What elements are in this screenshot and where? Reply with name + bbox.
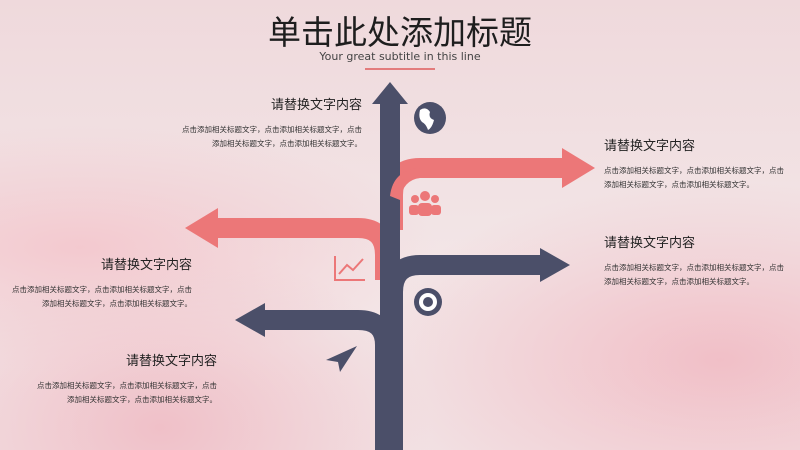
page-subtitle: Your great subtitle in this line — [319, 50, 481, 63]
up-arrow-head — [372, 82, 408, 104]
block-heading: 请替换文字内容 — [125, 354, 217, 369]
chart-icon — [334, 256, 365, 281]
block-body: 点击添加相关标题文字，点击添加相关标题文字，点击添加相关标题文字，点击添加相关标… — [37, 381, 217, 404]
dark-right-arrow-head — [540, 248, 570, 282]
pink-arrow-left-shaft — [215, 218, 395, 280]
text-block-top-left: 请替换文字内容 点击添加相关标题文字，点击添加相关标题文字，点击添加相关标题文字… — [182, 94, 362, 151]
people-icon — [409, 191, 441, 216]
text-block-top-right: 请替换文字内容 点击添加相关标题文字，点击添加相关标题文字，点击添加相关标题文字… — [604, 135, 784, 192]
block-body: 点击添加相关标题文字，点击添加相关标题文字，点击添加相关标题文字，点击添加相关标… — [604, 263, 784, 286]
block-body: 点击添加相关标题文字，点击添加相关标题文字，点击添加相关标题文字，点击添加相关标… — [12, 285, 192, 308]
pink-left-arrow-head — [185, 208, 218, 248]
dark-left-arrow-head — [235, 303, 265, 337]
block-heading: 请替换文字内容 — [100, 258, 192, 273]
title-underline — [365, 68, 435, 70]
text-block-bottom-left: 请替换文字内容 点击添加相关标题文字，点击添加相关标题文字，点击添加相关标题文字… — [37, 350, 217, 407]
block-heading: 请替换文字内容 — [270, 98, 362, 113]
block-body: 点击添加相关标题文字，点击添加相关标题文字，点击添加相关标题文字，点击添加相关标… — [182, 125, 362, 148]
block-body: 点击添加相关标题文字，点击添加相关标题文字，点击添加相关标题文字，点击添加相关标… — [604, 166, 784, 189]
paper-plane-icon — [326, 346, 357, 372]
block-heading: 请替换文字内容 — [604, 139, 696, 154]
text-block-mid-left: 请替换文字内容 点击添加相关标题文字，点击添加相关标题文字，点击添加相关标题文字… — [12, 254, 192, 311]
block-heading: 请替换文字内容 — [604, 236, 696, 251]
dark-arrow-left-shaft — [262, 310, 395, 450]
pink-right-arrow-head — [562, 148, 595, 188]
page-title: 单击此处添加标题 — [268, 13, 532, 52]
lifebuoy-icon — [414, 288, 442, 316]
dark-arrow-right-shaft — [383, 255, 540, 450]
globe-icon — [414, 102, 446, 134]
text-block-mid-right: 请替换文字内容 点击添加相关标题文字，点击添加相关标题文字，点击添加相关标题文字… — [604, 232, 784, 289]
